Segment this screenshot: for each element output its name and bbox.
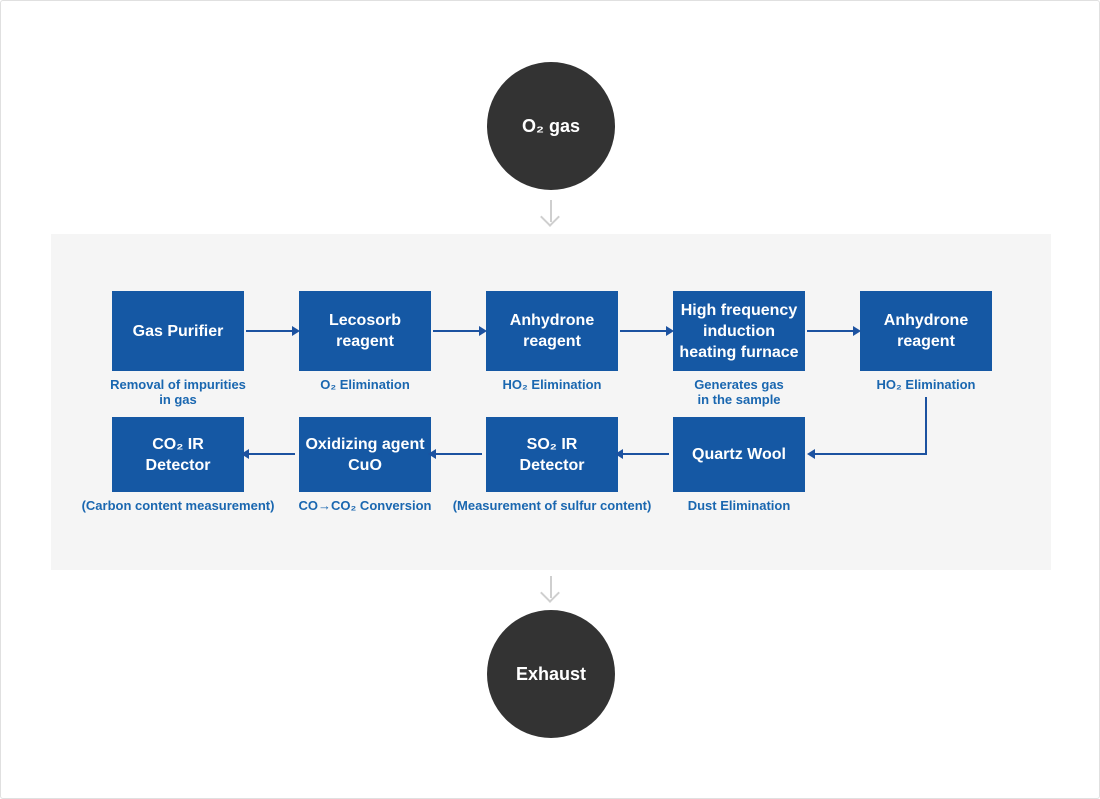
flow-arrow-right-1 — [246, 330, 294, 332]
box-lecosorb-reagent-label: Lecosorb reagent — [328, 312, 401, 350]
process-panel — [51, 234, 1051, 570]
box-quartz-wool: Quartz Wool — [673, 417, 805, 492]
box-co2-ir-detector-label: CO₂ IR Detector — [145, 435, 211, 474]
box-anhydrone-reagent-2-label: Anhydrone reagent — [883, 312, 969, 350]
box-quartz-wool-label: Quartz Wool — [692, 446, 786, 463]
down-arrow-bottom — [550, 576, 552, 598]
caption-so2-ir-detector: (Measurement of sulfur content) — [452, 498, 652, 513]
flow-arrow-left-3 — [247, 453, 295, 455]
flow-connector-horizontal — [813, 453, 927, 455]
box-gas-purifier-label: Gas Purifier — [132, 322, 224, 340]
caption-lecosorb-reagent: O₂ Elimination — [320, 377, 410, 392]
down-arrow-bottom-head-icon — [540, 583, 560, 603]
caption-co2-ir-detector: (Carbon content measurement) — [81, 498, 275, 513]
box-co2-ir-detector: CO₂ IR Detector — [112, 417, 244, 492]
box-anhydrone-reagent-1-label: Anhydrone reagent — [509, 312, 595, 350]
box-gas-purifier: Gas Purifier — [112, 291, 244, 371]
caption-gas-purifier: Removal of impurities in gas — [110, 377, 246, 407]
caption-high-frequency-furnace: Generates gas in the sample — [694, 377, 784, 407]
exhaust-node: Exhaust — [487, 610, 615, 738]
box-lecosorb-reagent: Lecosorb reagent — [299, 291, 431, 371]
box-high-frequency-furnace-label: High frequency induction heating furnace — [679, 301, 799, 361]
down-arrow-top — [550, 200, 552, 222]
o2-gas-node: O₂ gas — [487, 62, 615, 190]
box-high-frequency-furnace: High frequency induction heating furnace — [673, 291, 805, 371]
flow-arrow-right-3 — [620, 330, 668, 332]
box-so2-ir-detector-label: SO₂ IR Detector — [519, 435, 585, 474]
down-arrow-top-head-icon — [540, 207, 560, 227]
caption-oxidizing-agent-cuo: CO→CO₂ Conversion — [298, 498, 432, 513]
flow-arrow-left-1 — [621, 453, 669, 455]
box-so2-ir-detector: SO₂ IR Detector — [486, 417, 618, 492]
caption-anhydrone-reagent-2: HO₂ Elimination — [876, 377, 976, 392]
caption-anhydrone-reagent-1: HO₂ Elimination — [502, 377, 602, 392]
flow-arrow-right-4 — [807, 330, 855, 332]
box-anhydrone-reagent-2: Anhydrone reagent — [860, 291, 992, 371]
flow-arrow-left-2 — [434, 453, 482, 455]
box-anhydrone-reagent-1: Anhydrone reagent — [486, 291, 618, 371]
box-oxidizing-agent-cuo-label: Oxidizing agent CuO — [305, 435, 425, 474]
box-oxidizing-agent-cuo: Oxidizing agent CuO — [299, 417, 431, 492]
flow-arrow-right-2 — [433, 330, 481, 332]
flow-connector-vertical — [925, 397, 927, 455]
exhaust-node-label: Exhaust — [515, 663, 587, 684]
caption-quartz-wool: Dust Elimination — [687, 498, 791, 513]
o2-gas-node-label: O₂ gas — [521, 115, 581, 136]
